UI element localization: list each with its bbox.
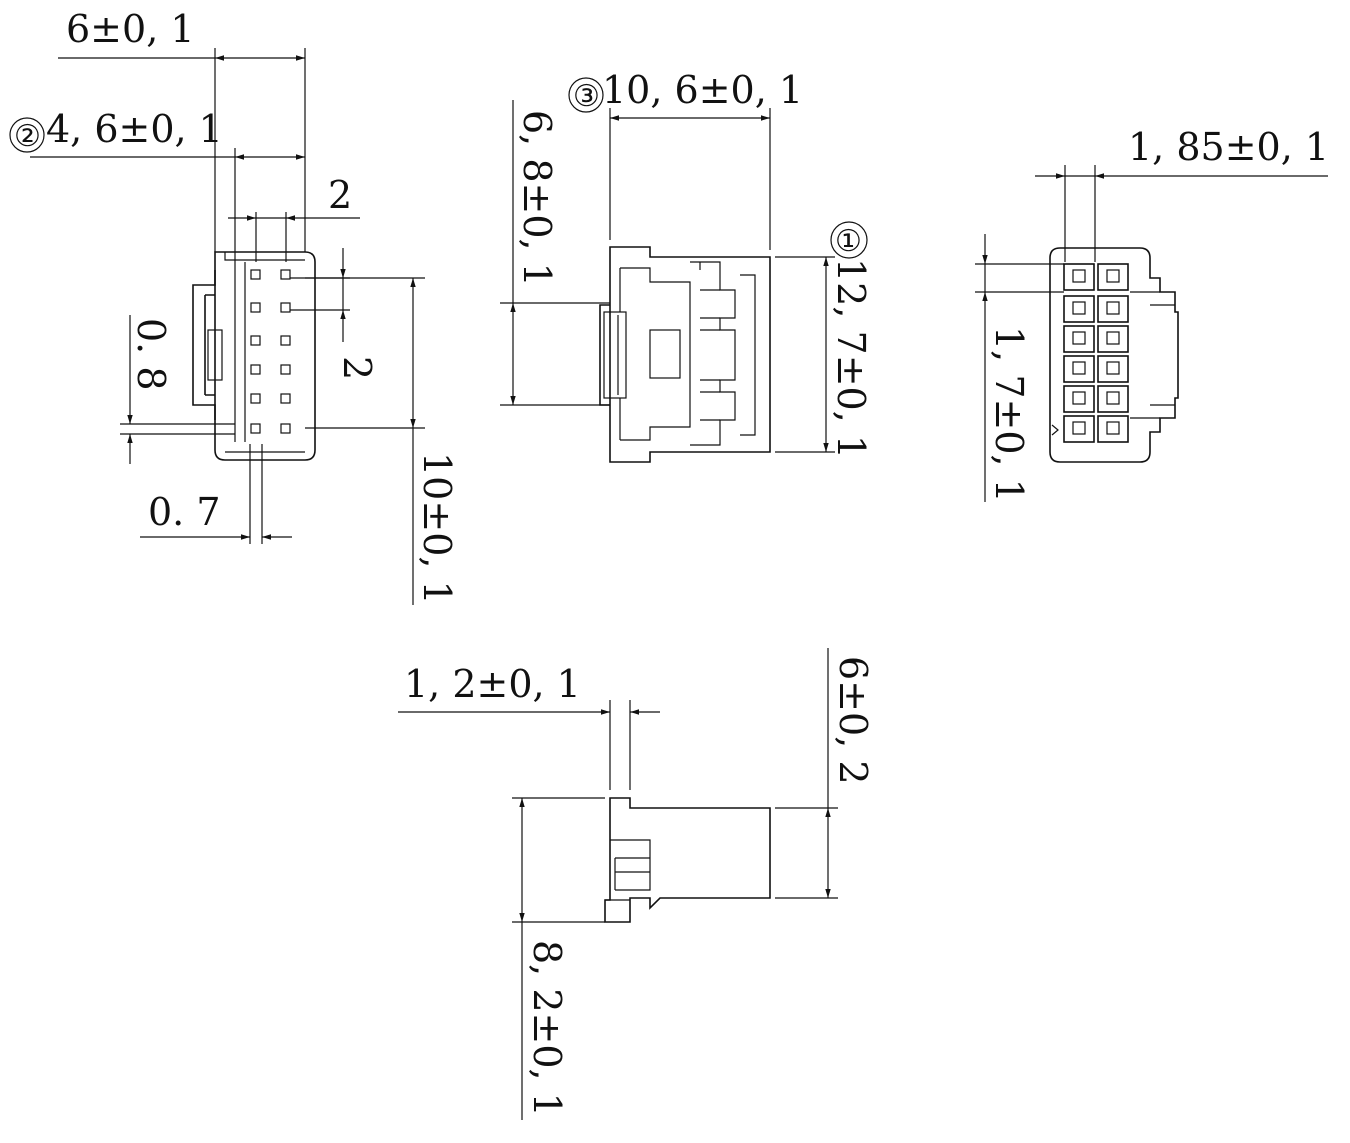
dim-height-6-8: 6, 8±0, 1 bbox=[515, 110, 559, 287]
dim-pitch-1-85: 1, 85±0, 1 bbox=[1128, 125, 1329, 169]
dim-height-8-2: 8, 2±0, 1 bbox=[525, 940, 569, 1117]
top-view: 1, 2±0, 1 6±0, 2 8, 2±0, 1 bbox=[398, 648, 875, 1120]
marker-1: ① bbox=[835, 224, 862, 259]
cavity-grid bbox=[1063, 263, 1129, 443]
pin-grid bbox=[250, 269, 291, 434]
dim-width-4-6: 4, 6±0, 1 bbox=[46, 107, 223, 151]
side-view: ③ 10, 6±0, 1 6, 8±0, 1 ① 12, 7±0, 1 bbox=[500, 68, 873, 463]
dim-pitch-1-7: 1, 7±0, 1 bbox=[987, 326, 1031, 503]
marker-2: ② bbox=[14, 119, 41, 154]
dim-width-6: 6±0, 1 bbox=[66, 7, 195, 51]
dim-height-12-7: 12, 7±0, 1 bbox=[829, 258, 873, 459]
dim-height-6: 6±0, 2 bbox=[831, 656, 875, 785]
dim-pitch-2-h: 2 bbox=[328, 173, 352, 217]
dim-gap-0-7: 0. 7 bbox=[148, 490, 221, 534]
dim-width-10-6: 10, 6±0, 1 bbox=[602, 68, 803, 112]
front-view: 6±0, 1 ② 4, 6±0, 1 2 2 0. 8 0. bbox=[9, 7, 459, 605]
dim-height-10: 10±0, 1 bbox=[415, 452, 459, 605]
dim-pitch-2-v: 2 bbox=[335, 356, 379, 380]
dim-thick-1-2: 1, 2±0, 1 bbox=[404, 662, 581, 706]
rear-view: 1, 85±0, 1 1, 7±0, 1 bbox=[975, 125, 1329, 503]
marker-3: ③ bbox=[573, 79, 600, 114]
dim-gap-0-8: 0. 8 bbox=[129, 318, 173, 391]
